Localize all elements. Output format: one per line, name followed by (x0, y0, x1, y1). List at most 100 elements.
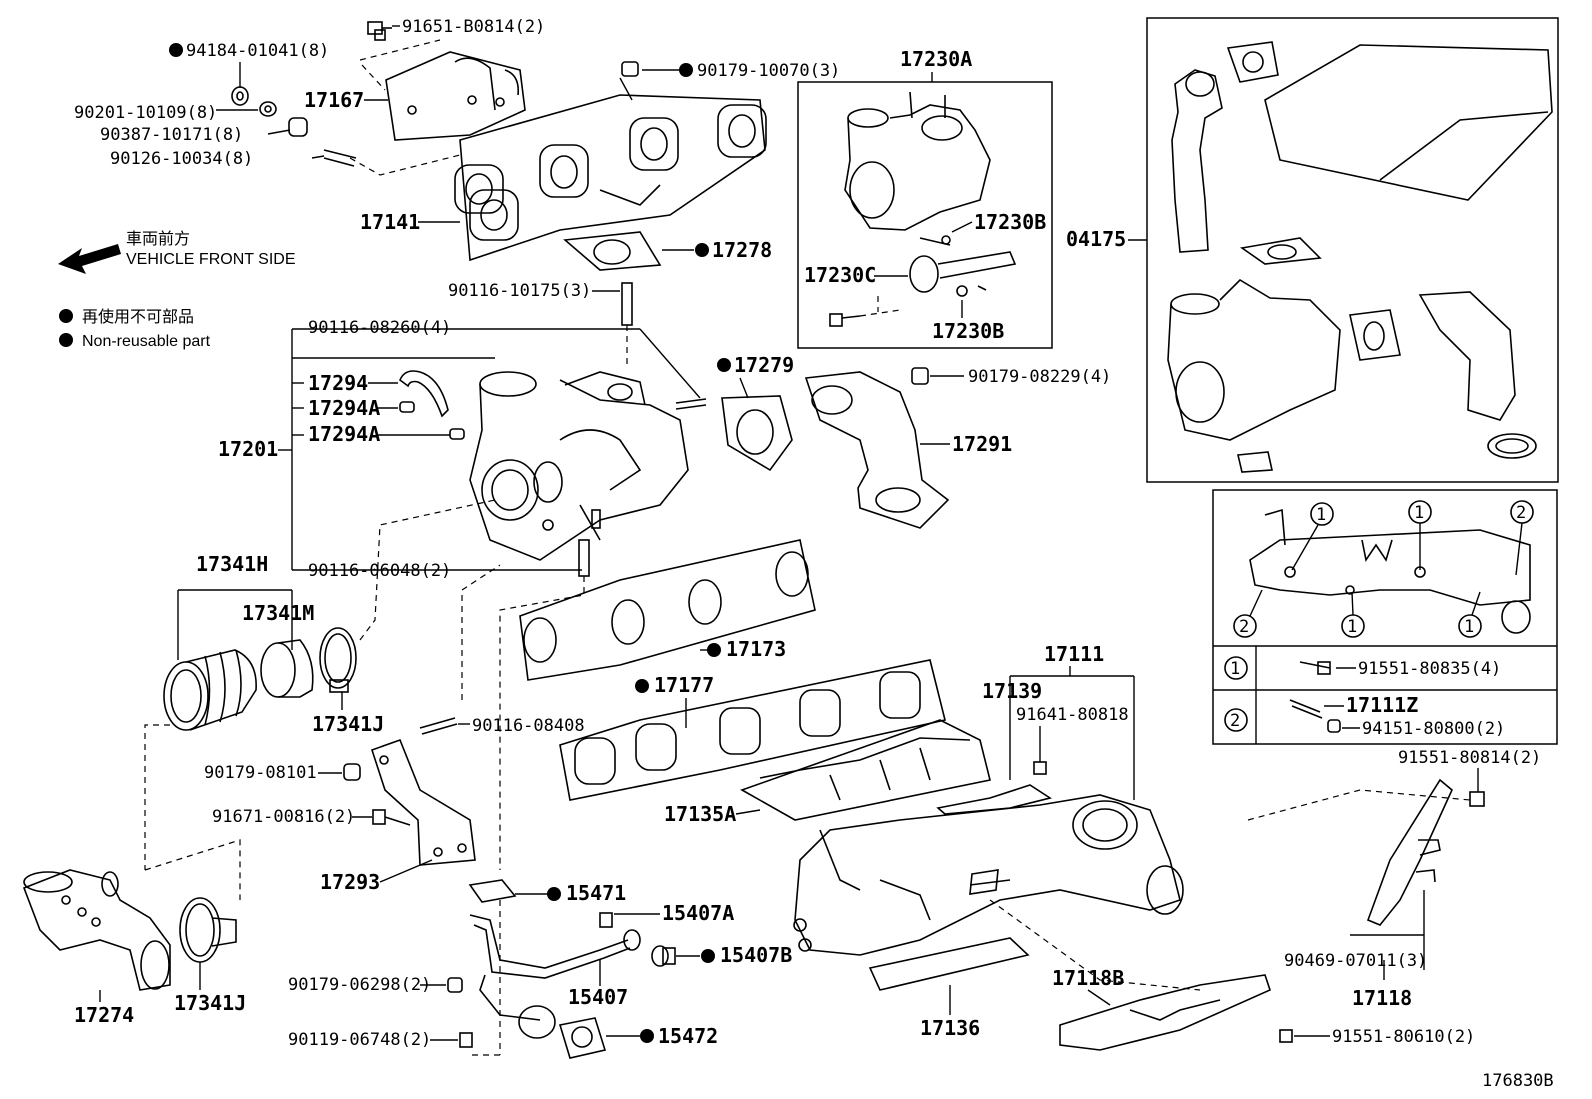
bolt-icon (829, 313, 861, 327)
callout-91671-00816: 91671-00816(2) (212, 807, 355, 827)
non-reusable-bullet-icon (717, 358, 731, 372)
callout-91641-80818: 91641-80818 (1016, 705, 1129, 725)
bolt-icon (459, 1032, 473, 1048)
callout-17173: 17173 (726, 637, 786, 661)
callout-90119-06748: 90119-06748(2) (288, 1030, 431, 1050)
callout-17111: 17111 (1044, 642, 1104, 666)
callout-94184: 94184-01041(8) (186, 41, 329, 61)
callout-17177: 17177 (654, 673, 714, 697)
marker-1-icon (1224, 656, 1248, 680)
stud-icon (1289, 699, 1323, 719)
callout-90116-10175: 90116-10175(3) (448, 281, 591, 301)
direction-label-jp: 車両前方 (126, 230, 190, 248)
callout-91651: 91651-B0814(2) (402, 17, 545, 37)
svg-text:1: 1 (1347, 617, 1357, 637)
table-row1-part: 91551-80835(4) (1358, 659, 1501, 679)
callout-15472: 15472 (658, 1024, 718, 1048)
throttle-link-17139 (936, 784, 1052, 815)
callout-17274: 17274 (74, 1003, 134, 1027)
callout-04175: 04175 (1066, 227, 1126, 251)
nut-icon (231, 86, 249, 106)
stud-icon (621, 282, 633, 326)
callout-90179-10070: 90179-10070(3) (697, 61, 840, 81)
table-row1-marker: 1 (1230, 659, 1240, 679)
bolt-icon (1299, 661, 1331, 675)
stud-icon (675, 398, 707, 410)
bolt-icon (372, 809, 411, 826)
non-reusable-bullet-icon (59, 309, 73, 323)
svg-text:2: 2 (1516, 503, 1526, 523)
kit-parts-04175 (1167, 41, 1553, 473)
callout-15471: 15471 (566, 881, 626, 905)
heat-insulator-17167 (385, 51, 526, 141)
gasket-15471 (468, 879, 517, 903)
callout-17341J-2: 17341J (174, 991, 246, 1015)
hose-clamp-17341J-1 (319, 627, 357, 693)
callout-90116-08408: 90116-08408 (472, 716, 585, 736)
nut-icon (1327, 719, 1341, 733)
non-reusable-bullet-icon (547, 887, 561, 901)
bolt-icon (1033, 761, 1047, 775)
callout-17118: 17118 (1352, 986, 1412, 1010)
callout-17230B-2: 17230B (932, 319, 1004, 343)
stud-icon (419, 717, 458, 735)
callout-17201: 17201 (218, 437, 278, 461)
non-reusable-bullet-icon (59, 333, 73, 347)
callout-17230C: 17230C (804, 263, 876, 287)
non-reusable-bullet-icon (695, 243, 709, 257)
nut-icon (621, 61, 639, 77)
callout-17230A: 17230A (900, 47, 972, 71)
callout-17294: 17294 (308, 371, 368, 395)
svg-text:1: 1 (1464, 617, 1474, 637)
callout-17279: 17279 (734, 353, 794, 377)
gasket-17173 (519, 539, 816, 681)
washer-icon (259, 101, 277, 117)
turbocharger-17201 (469, 371, 689, 561)
callout-90387: 90387-10171(8) (100, 125, 243, 145)
insulator-17118B (1059, 974, 1271, 1051)
callout-17118B: 17118B (1052, 966, 1124, 990)
intake-cover-17135A (740, 719, 991, 821)
callout-90201: 90201-10109(8) (74, 103, 217, 123)
exhaust-manifold-17141 (454, 94, 767, 262)
gasket-17279 (721, 395, 793, 472)
callout-90179-06298: 90179-06298(2) (288, 975, 431, 995)
non-reusable-bullet-icon (707, 643, 721, 657)
callout-17294A-2: 17294A (308, 422, 380, 446)
callout-17293: 17293 (320, 870, 380, 894)
svg-text:2: 2 (1239, 617, 1249, 637)
non-reusable-bullet-icon (635, 679, 649, 693)
callout-17139: 17139 (982, 679, 1042, 703)
callout-17141: 17141 (360, 210, 420, 234)
callout-90116-08260: 90116-08260(4) (308, 318, 451, 338)
svg-text:1: 1 (1414, 503, 1424, 523)
diagram-id: 176830B (1482, 1071, 1554, 1091)
table-row2-part2: 94151-80800(2) (1362, 719, 1505, 739)
insulator-17136 (868, 937, 1030, 991)
egr-pipe-15407 (469, 914, 641, 1039)
callout-91551-80814: 91551-80814(2) (1398, 748, 1541, 768)
intake-pipe-17341M (260, 639, 314, 698)
plug-icon (651, 945, 676, 967)
legend-label-en: Non-reusable part (82, 333, 211, 350)
bracket-17293 (370, 738, 476, 866)
callout-90469-07011: 90469-07011(3) (1284, 951, 1427, 971)
non-reusable-bullet-icon (701, 949, 715, 963)
hose-clamp-17341J-2 (179, 897, 237, 963)
clip-icon (399, 401, 415, 413)
detail-box-17230 (797, 81, 1053, 349)
bolt-icon (1279, 1029, 1293, 1043)
callout-90126: 90126-10034(8) (110, 149, 253, 169)
clip-icon (449, 428, 465, 440)
table-row2-part1: 17111Z (1346, 693, 1418, 717)
callout-90179-08229: 90179-08229(4) (968, 367, 1111, 387)
non-reusable-bullet-icon (679, 63, 693, 77)
gasket-17177 (559, 659, 946, 801)
callout-17294A-1: 17294A (308, 396, 380, 420)
bracket-17118 (1366, 778, 1453, 926)
direction-label-en: VEHICLE FRONT SIDE (126, 251, 296, 268)
callout-90179-08101: 90179-08101 (204, 763, 317, 783)
kit-box-04175 (1146, 17, 1559, 483)
